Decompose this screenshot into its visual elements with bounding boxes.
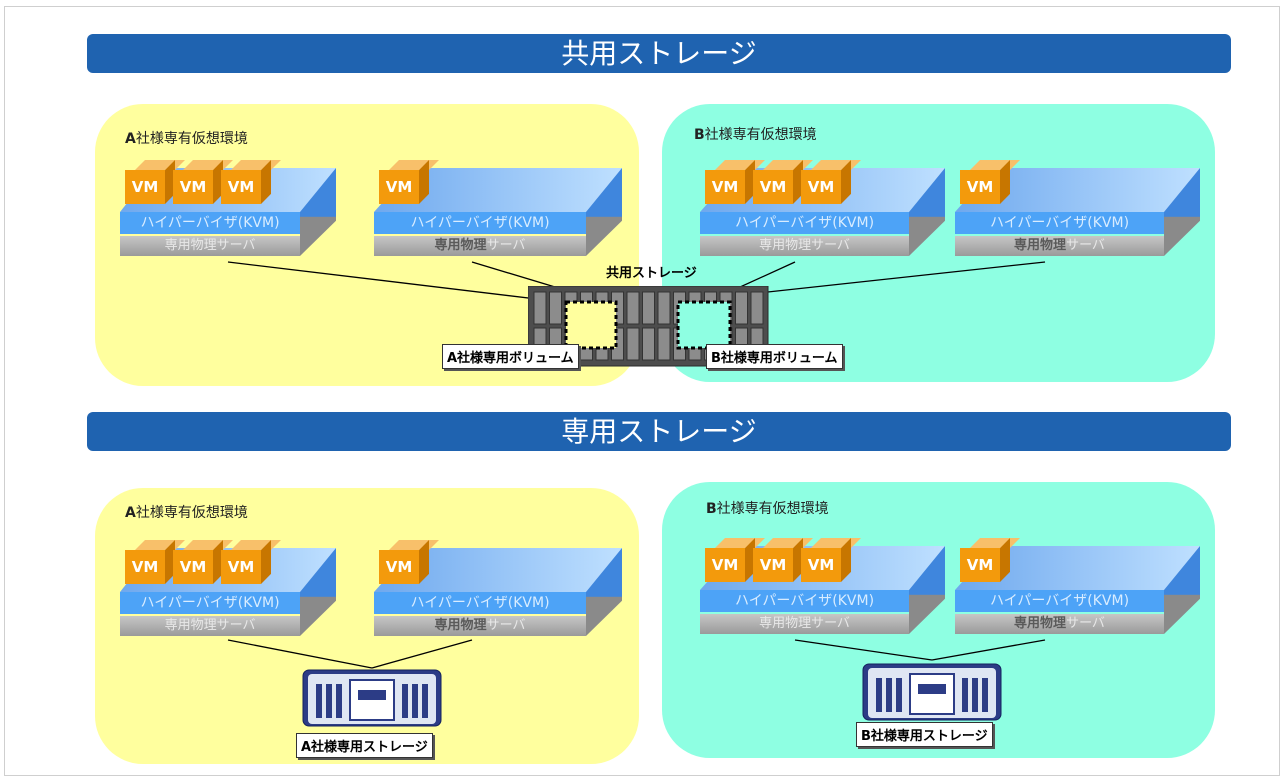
physical-server-bar: 専用物理サーバ xyxy=(955,614,1164,634)
physical-server-bar: 専用物理サーバ xyxy=(374,236,586,256)
vm-cube: VM xyxy=(379,540,439,584)
vm-cube: VM xyxy=(125,540,185,584)
vm-label: VM xyxy=(753,170,793,204)
physical-server-bar: 専用物理サーバ xyxy=(700,614,909,634)
vm-cube: VM xyxy=(705,538,765,582)
rack-drive-slot xyxy=(549,291,562,325)
physical-server-bar: 専用物理サーバ xyxy=(955,236,1164,256)
vm-label: VM xyxy=(960,548,1000,582)
tenant-b-label: B社様専有仮想環境 xyxy=(694,127,817,143)
rack-drive-slot xyxy=(642,327,655,361)
vm-cube: VM xyxy=(960,160,1020,204)
vm-label: VM xyxy=(173,550,213,584)
vm-cube: VM xyxy=(801,538,861,582)
volume-b-label: B社様専用ボリューム xyxy=(706,344,843,369)
dedicated-storage-b-label: B社様専用ストレージ xyxy=(856,722,993,747)
hypervisor-bar: ハイパーバイザ(KVM) xyxy=(120,592,300,614)
vm-label: VM xyxy=(801,170,841,204)
rack-drive-slot xyxy=(642,291,655,325)
shared-storage-label: 共用ストレージ xyxy=(606,266,697,281)
vm-label: VM xyxy=(221,170,261,204)
vm-label: VM xyxy=(753,548,793,582)
vm-cube: VM xyxy=(379,160,439,204)
rack-drive-slot xyxy=(750,291,764,325)
hypervisor-bar: ハイパーバイザ(KVM) xyxy=(700,212,909,234)
physical-server-bar: 専用物理サーバ xyxy=(120,236,300,256)
physical-server-bar: 専用物理サーバ xyxy=(120,616,300,636)
vm-label: VM xyxy=(125,170,165,204)
volume-a-label: A社様専用ボリューム xyxy=(442,344,579,369)
rack-drive-slot xyxy=(657,291,671,325)
hypervisor-bar: ハイパーバイザ(KVM) xyxy=(120,212,300,234)
tenant-a-label: A社様専有仮想環境 xyxy=(125,505,248,521)
vm-cube: VM xyxy=(221,540,281,584)
vm-cube: VM xyxy=(705,160,765,204)
hypervisor-bar: ハイパーバイザ(KVM) xyxy=(374,592,586,614)
vm-label: VM xyxy=(801,548,841,582)
vm-label: VM xyxy=(221,550,261,584)
section-banner-dedicated: 専用ストレージ xyxy=(87,412,1231,451)
vm-label: VM xyxy=(960,170,1000,204)
vm-cube: VM xyxy=(753,160,813,204)
hypervisor-bar: ハイパーバイザ(KVM) xyxy=(955,212,1164,234)
vm-label: VM xyxy=(705,170,745,204)
vm-label: VM xyxy=(379,170,419,204)
diagram-frame xyxy=(4,6,1280,776)
dedicated-storage-a-icon xyxy=(302,669,442,727)
vm-cube: VM xyxy=(173,540,233,584)
rack-drive-slot xyxy=(657,327,671,361)
physical-server-bar: 専用物理サーバ xyxy=(374,616,586,636)
tenant-b-label: B社様専有仮想環境 xyxy=(706,501,829,517)
rack-drive-slot xyxy=(735,291,748,325)
physical-server-bar: 専用物理サーバ xyxy=(700,236,909,256)
vm-cube: VM xyxy=(221,160,281,204)
rack-drive-slot xyxy=(626,327,640,361)
vm-cube: VM xyxy=(173,160,233,204)
vm-cube: VM xyxy=(960,538,1020,582)
section-banner-shared: 共用ストレージ xyxy=(87,34,1231,73)
vm-label: VM xyxy=(173,170,213,204)
vm-cube: VM xyxy=(801,160,861,204)
vm-label: VM xyxy=(125,550,165,584)
vm-label: VM xyxy=(705,548,745,582)
vm-cube: VM xyxy=(125,160,185,204)
rack-drive-slot xyxy=(533,291,547,325)
dedicated-storage-a-label: A社様専用ストレージ xyxy=(296,733,433,758)
vm-cube: VM xyxy=(753,538,813,582)
hypervisor-bar: ハイパーバイザ(KVM) xyxy=(700,590,909,612)
rack-drive-slot xyxy=(626,291,640,325)
hypervisor-bar: ハイパーバイザ(KVM) xyxy=(955,590,1164,612)
hypervisor-bar: ハイパーバイザ(KVM) xyxy=(374,212,586,234)
dedicated-storage-b-icon xyxy=(862,663,1002,721)
tenant-a-label: A社様専有仮想環境 xyxy=(125,131,248,147)
vm-label: VM xyxy=(379,550,419,584)
